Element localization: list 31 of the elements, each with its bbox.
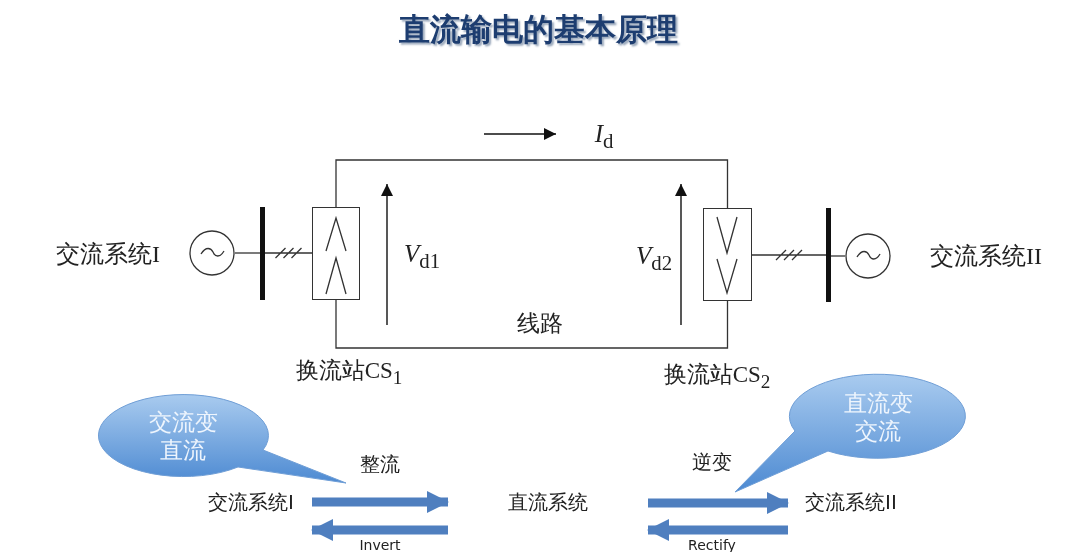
block-arrow: [311, 519, 448, 541]
connector-line: [234, 252, 261, 254]
station-label: 换流站CS$_{1}$: [295, 357, 403, 389]
system-label: 交流系统II: [788, 488, 938, 540]
generator-symbol: [189, 230, 235, 276]
bubble-text: 交流变直流: [148, 408, 218, 464]
block-arrow: [647, 519, 788, 541]
connector-line: [751, 249, 827, 261]
station-label: 交流系统II: [930, 242, 1042, 271]
system-label: 交流系统I: [170, 488, 312, 540]
block-arrow: [648, 492, 789, 514]
bubble-text: 直流变交流: [843, 389, 913, 445]
station-label: 换流站CS$_{2}$: [663, 361, 771, 393]
voltage-label: V$_{d1}$: [403, 240, 441, 274]
generator-symbol: [845, 233, 891, 279]
block-arrow: [312, 491, 449, 513]
title: 直流输电的基本原理: [398, 10, 678, 49]
busbar: [260, 207, 265, 300]
station-label: 交流系统I: [56, 240, 160, 269]
voltage-label: V$_{d2}$: [635, 242, 673, 276]
connector-line: [830, 255, 846, 257]
converter-box: [703, 208, 752, 301]
connector-line: [264, 247, 313, 259]
system-label: 直流系统: [448, 488, 648, 540]
busbar: [826, 208, 831, 302]
converter-box: [312, 207, 360, 300]
current-label: I$_{d}$: [594, 120, 614, 154]
connector-line: [335, 299, 729, 349]
edge-label: Invert: [357, 537, 403, 552]
connector-line: [335, 159, 729, 209]
edge-label: Rectify: [686, 537, 738, 552]
